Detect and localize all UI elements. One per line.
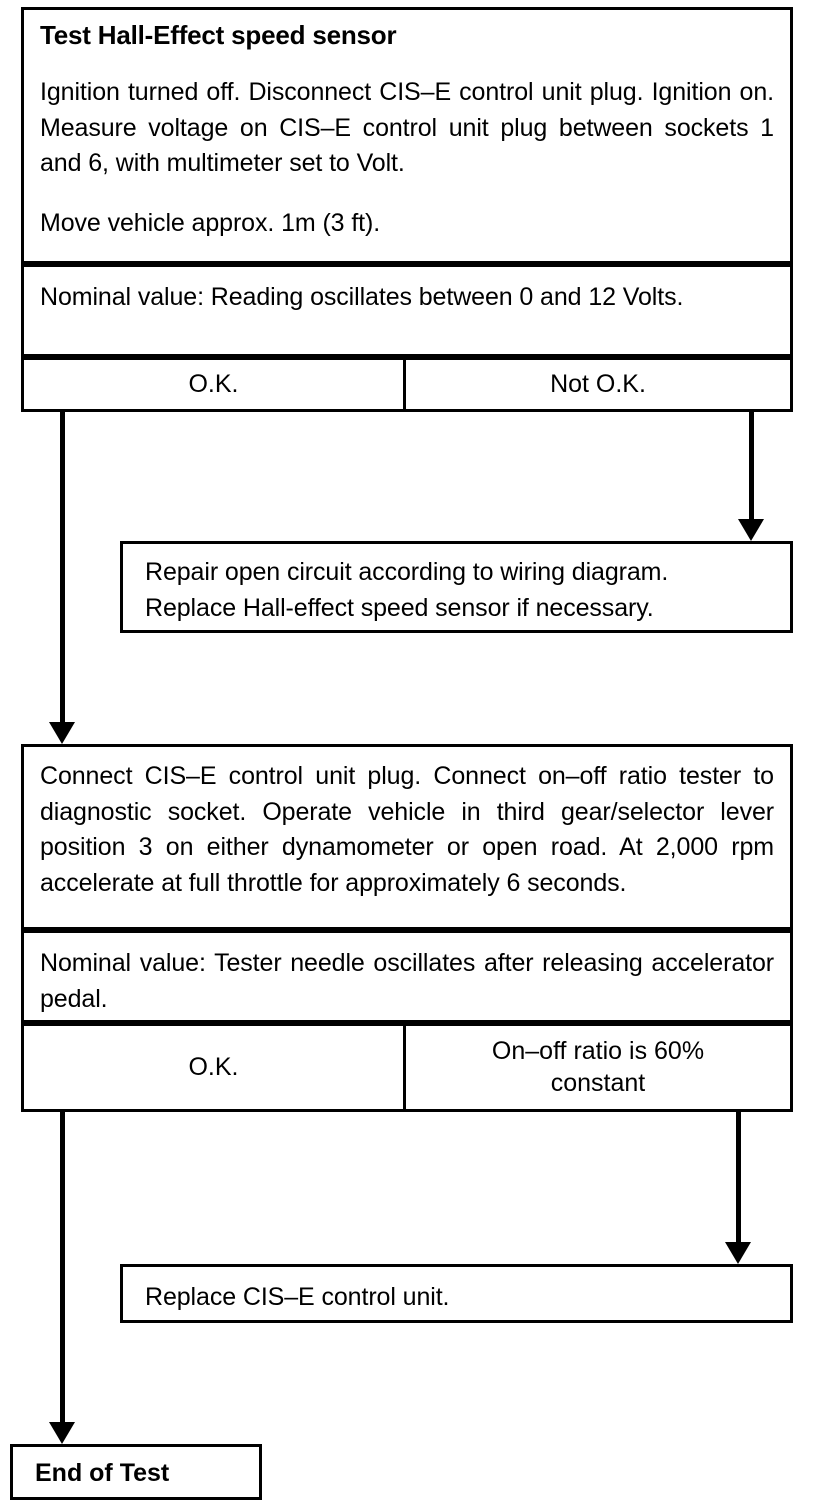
step1-nominal-value-box: Nominal value: Reading oscillates betwee… — [21, 264, 793, 357]
paragraph-spacer — [40, 182, 774, 206]
title-spacer — [40, 51, 774, 75]
step1-branch-ok-cell[interactable]: O.K. — [24, 360, 406, 409]
step1-branch-not-ok-cell[interactable]: Not O.K. — [406, 360, 790, 409]
connector-step1-notok-arrowhead — [738, 519, 764, 541]
step2-instruction-box: Connect CIS–E control unit plug. Connect… — [21, 744, 793, 930]
repair-action-line-2: Replace Hall-effect speed sensor if nece… — [145, 593, 654, 622]
connector-step2-notok-line — [736, 1112, 741, 1243]
step1-instruction-text-2: Move vehicle approx. 1m (3 ft). — [40, 208, 381, 237]
end-of-test-label: End of Test — [35, 1459, 170, 1487]
step1-branch-ok-label: O.K. — [188, 369, 239, 398]
connector-step1-notok-line — [749, 412, 754, 520]
step1-instruction-box: Test Hall-Effect speed sensor Ignition t… — [21, 7, 793, 264]
step2-nominal-value-text: Nominal value: Tester needle oscillates … — [40, 949, 774, 1013]
step2-branch-not-ok-label-line-2: constant — [550, 1068, 646, 1097]
end-of-test-box: End of Test — [10, 1444, 262, 1500]
step2-branch-row: O.K. On–off ratio is 60% constant — [21, 1023, 793, 1112]
connector-step2-notok-arrowhead — [725, 1242, 751, 1264]
step2-instruction-text: Connect CIS–E control unit plug. Connect… — [40, 762, 774, 897]
connector-step1-ok-arrowhead — [49, 722, 75, 744]
replace-action-box: Replace CIS–E control unit. — [120, 1264, 793, 1323]
step2-branch-not-ok-label-line-1: On–off ratio is 60% — [491, 1037, 705, 1066]
connector-step2-ok-arrowhead — [49, 1422, 75, 1444]
step2-branch-ok-label: O.K. — [188, 1052, 239, 1081]
repair-action-line-1: Repair open circuit according to wiring … — [145, 558, 669, 586]
replace-action-text: Replace CIS–E control unit. — [145, 1283, 450, 1311]
repair-action-box: Repair open circuit according to wiring … — [120, 541, 793, 633]
step1-nominal-value-text: Nominal value: Reading oscillates betwee… — [40, 283, 684, 311]
connector-step2-ok-line — [60, 1112, 65, 1423]
step1-branch-row: O.K. Not O.K. — [21, 357, 793, 412]
step2-branch-not-ok-cell[interactable]: On–off ratio is 60% constant — [406, 1026, 790, 1109]
step2-branch-ok-cell[interactable]: O.K. — [24, 1026, 406, 1109]
step1-instruction-text: Ignition turned off. Disconnect CIS–E co… — [40, 78, 774, 177]
step2-nominal-value-box: Nominal value: Tester needle oscillates … — [21, 930, 793, 1023]
page-title: Test Hall-Effect speed sensor — [40, 20, 397, 50]
step1-branch-not-ok-label: Not O.K. — [550, 369, 646, 398]
connector-step1-ok-line — [60, 412, 65, 723]
